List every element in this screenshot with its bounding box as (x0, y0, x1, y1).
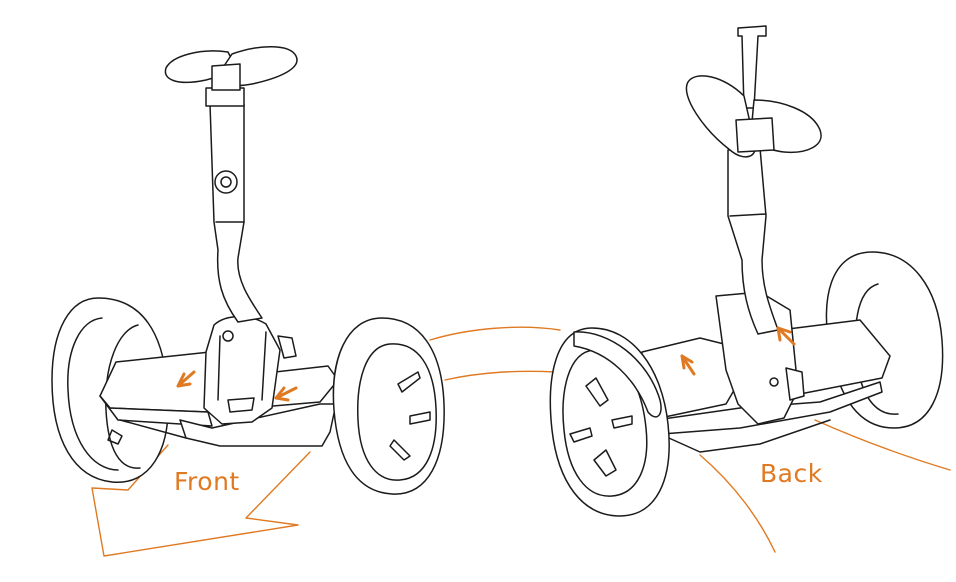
front-steering-column (209, 103, 263, 323)
front-right-direction-arrow (274, 386, 298, 402)
back-view-scooter (549, 25, 944, 517)
back-near-wheel (549, 327, 670, 517)
front-floor-outline (91, 444, 311, 557)
front-center-housing (203, 315, 297, 425)
back-center-housing (715, 291, 805, 425)
back-handlebar (685, 25, 822, 158)
back-right-direction-arrow (776, 326, 796, 346)
back-far-wheel (825, 251, 944, 429)
back-left-direction-arrow (680, 354, 696, 376)
front-left-direction-arrow (176, 370, 196, 388)
back-label: Back (760, 459, 823, 488)
rotation-guide-lines (429, 326, 951, 553)
front-view-scooter (51, 46, 445, 495)
front-label: Front (174, 467, 240, 496)
front-handlebar (164, 46, 298, 107)
front-right-wheel (332, 317, 445, 495)
